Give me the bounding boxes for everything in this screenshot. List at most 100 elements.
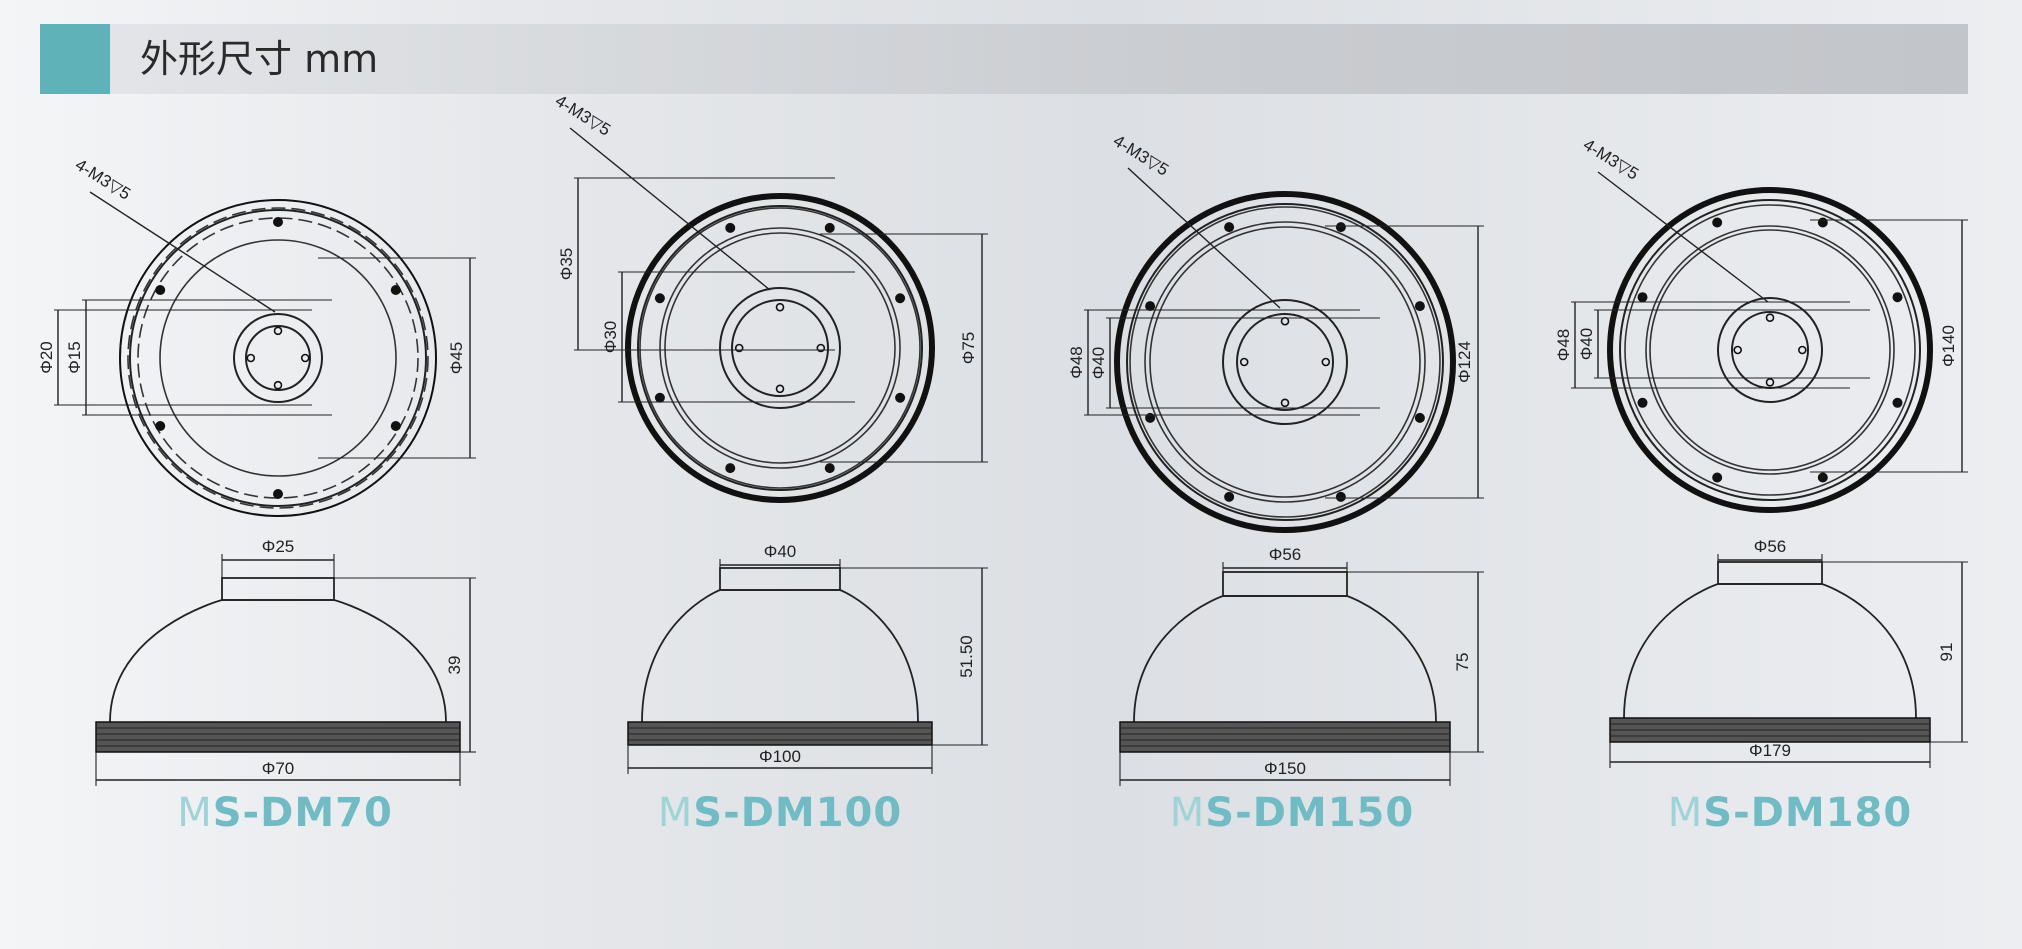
bolt-hole — [1892, 292, 1903, 303]
hub-screw-hole — [775, 384, 785, 394]
top-cap — [1717, 561, 1823, 585]
outer-ring — [625, 193, 935, 503]
dimension-label: 91 — [1937, 643, 1956, 662]
outer-ring — [1114, 191, 1456, 533]
top-cap — [221, 577, 335, 601]
thread-label: 4-M3▽5 — [72, 155, 134, 204]
dimension-label: Φ56 — [1754, 537, 1786, 556]
inner-ring — [664, 232, 896, 464]
bolt-hole — [1145, 412, 1156, 423]
bolt-hole — [654, 293, 665, 304]
bolt-hole — [155, 421, 166, 431]
dimension-label: Φ20 — [37, 341, 56, 373]
hub-screw-hole — [1733, 345, 1742, 355]
bolt-hole — [155, 285, 166, 295]
bolt-hole — [1817, 472, 1828, 483]
leader-line — [89, 191, 276, 313]
inner-ring — [639, 207, 921, 489]
model-name-ms-dm180: MS-DM180 — [1667, 790, 1913, 836]
hub-ring — [245, 325, 311, 391]
dimension-label: Φ48 — [1067, 346, 1086, 378]
dimension-label: Φ70 — [262, 759, 294, 778]
model-name-ms-dm100: MS-DM100 — [657, 790, 903, 836]
hub-screw-hole — [246, 353, 256, 363]
bolt-hole — [1637, 292, 1648, 303]
bolt-hole — [654, 392, 665, 403]
bolt-hole — [895, 392, 906, 403]
dimension-label: Φ124 — [1455, 341, 1474, 383]
thread-label: 4-M3▽5 — [552, 91, 614, 140]
hub-screw-hole — [1765, 377, 1775, 387]
bolt-hole — [273, 489, 283, 499]
inner-ring — [159, 239, 397, 477]
dome-outline — [109, 599, 447, 723]
hub-screw-hole — [816, 343, 826, 353]
dimension-label: Φ75 — [959, 332, 978, 364]
dome-outline — [1133, 595, 1437, 723]
hub-ring — [1236, 313, 1334, 411]
leader-line — [1597, 171, 1769, 303]
hub-screw-hole — [273, 380, 283, 390]
bolt-hole — [895, 293, 906, 304]
dimension-label: Φ40 — [764, 542, 796, 561]
bolt-hole — [390, 285, 401, 295]
bolt-hole — [1712, 217, 1723, 228]
dimension-label: Φ48 — [1554, 329, 1573, 361]
hub-screw-hole — [1280, 398, 1290, 408]
dimension-label: Φ35 — [557, 248, 576, 280]
model-name-ms-dm150: MS-DM150 — [1169, 790, 1415, 836]
bolt-hole — [1414, 301, 1425, 312]
dimension-label: 51.50 — [957, 635, 976, 678]
inner-ring — [1129, 206, 1441, 518]
outer-ring-inner — [1126, 203, 1444, 521]
dimension-label: Φ30 — [601, 321, 620, 353]
thread-label: 4-M3▽5 — [1110, 131, 1172, 180]
hub-ring — [1717, 297, 1823, 403]
threaded-band — [95, 721, 461, 753]
outer-ring-inner — [1619, 199, 1921, 501]
hub-screw-hole — [734, 343, 744, 353]
model-name-ms-dm70: MS-DM70 — [177, 790, 393, 836]
hub-ring — [719, 287, 841, 409]
section-title: 外形尺寸 mm — [140, 37, 379, 81]
hub-screw-hole — [1765, 313, 1775, 323]
dimension-label: Φ40 — [1089, 347, 1108, 379]
bolt-hole — [725, 463, 736, 474]
bolt-hole — [390, 421, 401, 431]
bolt-hole — [273, 217, 283, 227]
bolt-hole — [1414, 412, 1425, 423]
dimension-label: Φ100 — [759, 747, 801, 766]
hub-ring — [233, 313, 323, 403]
hub-screw-hole — [775, 302, 785, 312]
dome-outline — [641, 589, 919, 723]
leader-line — [569, 127, 771, 291]
inner-ring — [1624, 204, 1916, 496]
outer-ring-inner — [129, 209, 427, 507]
inner-ring — [659, 227, 901, 469]
bolt-hole — [1224, 222, 1235, 233]
dimension-label: Φ25 — [262, 537, 294, 556]
bolt-hole — [1224, 491, 1235, 502]
hub-screw-hole — [1321, 357, 1331, 367]
hub-screw-hole — [1280, 316, 1290, 326]
hub-ring — [731, 299, 829, 397]
dimension-label: Φ140 — [1939, 325, 1958, 367]
bolt-hole — [725, 222, 736, 233]
outer-ring-inner — [637, 205, 923, 491]
inner-ring — [1149, 226, 1421, 498]
inner-ring — [137, 217, 419, 499]
bolt-hole — [824, 463, 835, 474]
bolt-hole — [824, 222, 835, 233]
